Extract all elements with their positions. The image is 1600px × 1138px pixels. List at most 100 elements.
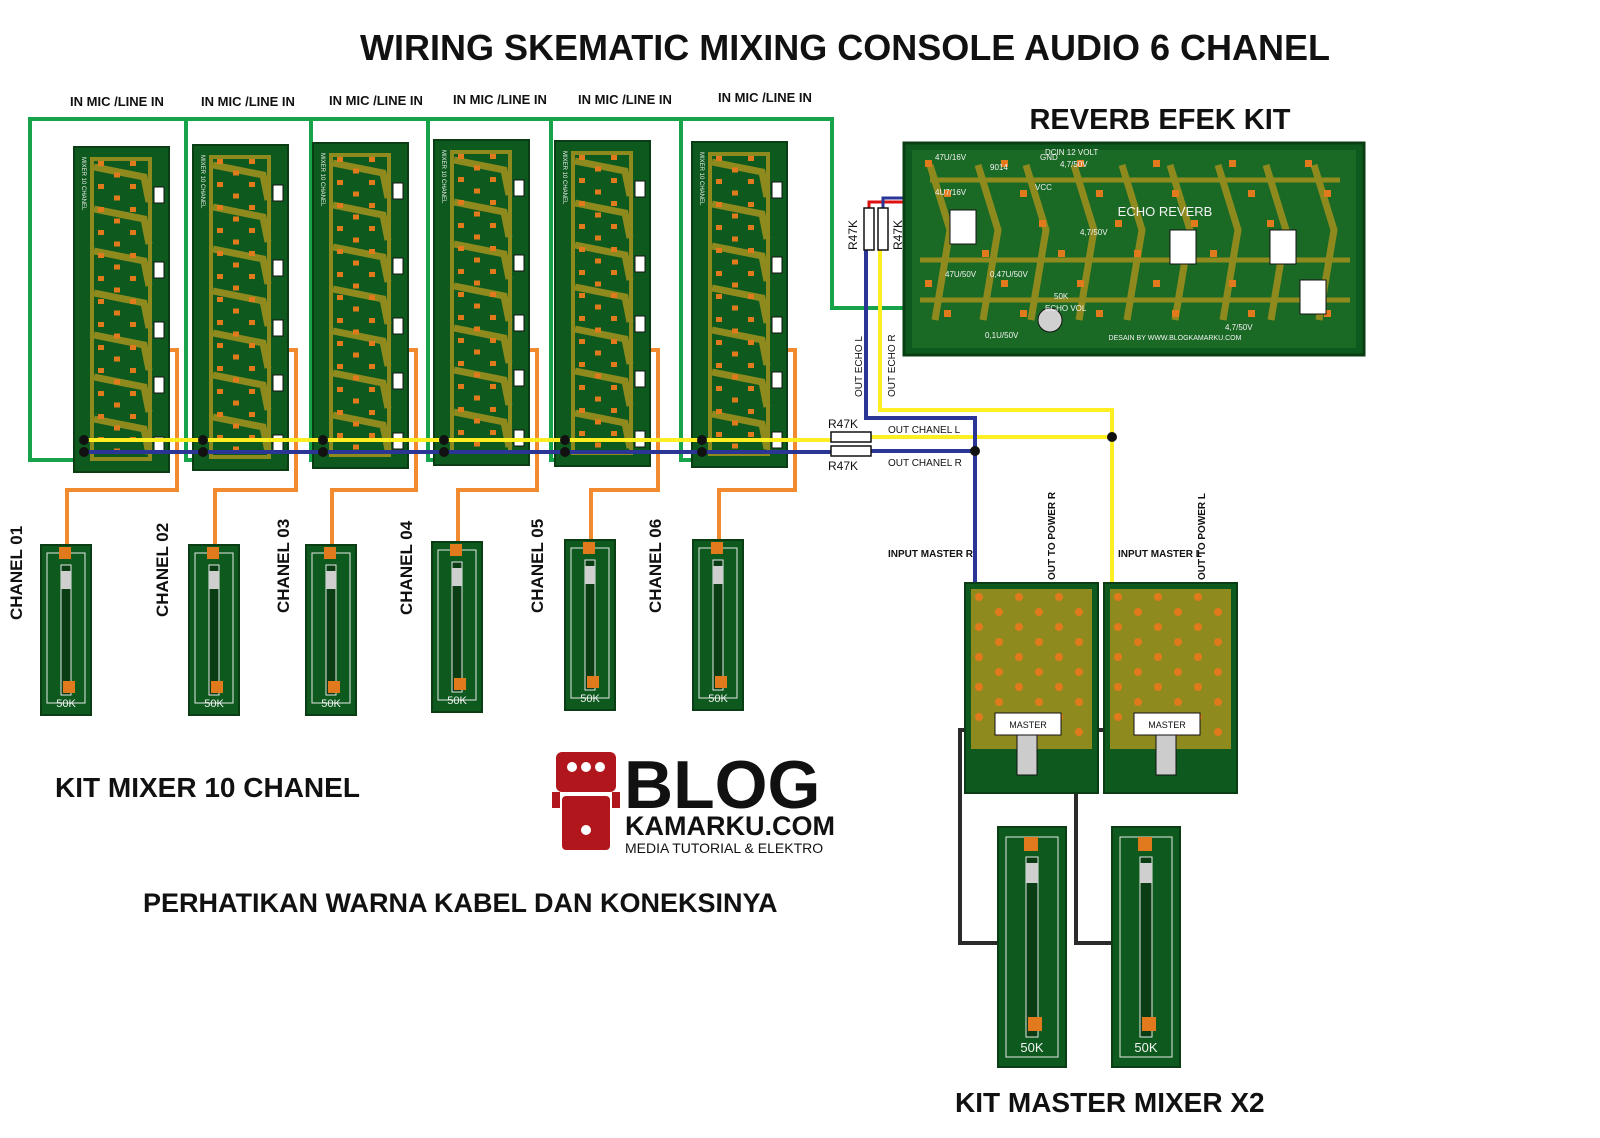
pcb-pad <box>1035 608 1043 616</box>
fader-knob <box>326 571 336 589</box>
pcb-pad <box>490 200 496 205</box>
pcb-pad <box>217 182 223 187</box>
pcb-trace <box>453 198 513 238</box>
pcb-pad <box>458 361 464 366</box>
pcb-pad <box>114 402 120 408</box>
pcb-pad <box>1174 668 1182 676</box>
pcb-connector <box>272 434 284 452</box>
logo-site-text: KAMARKU.COM <box>625 811 835 841</box>
pcb-pad <box>611 408 617 413</box>
pcb-pad <box>369 226 375 231</box>
pcb-pad <box>353 352 359 358</box>
pcb-pad <box>1174 638 1182 646</box>
pcb-pad <box>233 193 239 199</box>
junction-dot <box>560 435 570 445</box>
pcb-pad <box>716 156 722 161</box>
pcb-pad <box>579 362 585 367</box>
pcb-pad <box>1214 668 1222 676</box>
channel-label: CHANEL 04 <box>397 520 416 615</box>
pcb-pad <box>337 318 343 323</box>
pcb-pad <box>353 260 359 266</box>
pcb-pad <box>611 247 617 252</box>
pcb-pad <box>925 280 932 287</box>
fader-track <box>451 561 463 693</box>
pcb-pad <box>716 317 722 322</box>
pcb-ic <box>1299 279 1327 315</box>
pcb-pad <box>611 362 617 367</box>
pcb-pad <box>595 212 601 218</box>
pcb-connector <box>392 317 404 335</box>
pcb-pad <box>490 292 496 297</box>
pcb-pad <box>732 167 738 173</box>
fader-track <box>1139 856 1153 1038</box>
pcb-pad <box>1114 683 1122 691</box>
pcb-pad <box>217 297 223 302</box>
out-chanel-l-label: OUT CHANEL L <box>888 425 961 436</box>
pcb-pad <box>98 207 104 212</box>
out-power-l-label: OUT TO POWER L <box>1197 493 1208 580</box>
junction-dot <box>560 447 570 457</box>
pcb-pad <box>1075 698 1083 706</box>
pcb-pad <box>1154 683 1162 691</box>
pcb-pad <box>716 202 722 207</box>
pcb-pad <box>458 223 464 228</box>
pcb-connector <box>634 370 646 388</box>
pcb-pad <box>1267 220 1274 227</box>
out-chanel-r-label: OUT CHANEL R <box>888 458 962 469</box>
pcb-ic <box>1269 229 1297 265</box>
reverb-pcb-label: 9014 <box>990 163 1008 172</box>
pcb-pad <box>130 345 136 350</box>
junction-dot <box>79 447 89 457</box>
pcb-pad <box>337 341 343 346</box>
pcb-pad <box>1134 250 1141 257</box>
pcb-trace <box>711 368 771 408</box>
pcb-pad <box>114 356 120 362</box>
junction-dot <box>697 447 707 457</box>
pcb-trace <box>1118 163 1146 321</box>
fader-pad <box>328 681 340 693</box>
pcb-pad <box>611 339 617 344</box>
pcb-pad <box>98 322 104 327</box>
pcb-pad <box>579 155 585 160</box>
pcb-pad <box>233 354 239 360</box>
pcb-pad <box>369 364 375 369</box>
pcb-pad <box>732 305 738 311</box>
pcb-connector <box>392 182 404 200</box>
fader-knob <box>1140 863 1152 883</box>
pcb-pad <box>1001 280 1008 287</box>
pcb-pad <box>595 166 601 172</box>
pcb-connector <box>272 184 284 202</box>
pcb-pad <box>732 259 738 265</box>
out-power-r-label: OUT TO POWER R <box>1047 491 1058 580</box>
channel-pcb <box>312 142 409 469</box>
pcb-connector <box>771 316 783 334</box>
reverb-pcb-label: ECHO VOL <box>1045 304 1087 313</box>
pcb-pad <box>474 418 480 424</box>
master-kit-label: KIT MASTER MIXER X2 <box>955 1087 1265 1118</box>
channel-label: CHANEL 01 <box>7 526 26 620</box>
pcb-trace <box>711 284 771 324</box>
pcb-pad <box>233 400 239 406</box>
pcb-pad <box>716 409 722 414</box>
pcb-ic <box>949 209 977 245</box>
pcb-trace <box>93 373 153 413</box>
fader-pad <box>711 542 723 554</box>
pcb-trace <box>453 240 513 280</box>
pcb-pad <box>249 366 255 371</box>
pcb-pad <box>130 207 136 212</box>
pcb-pad <box>1194 683 1202 691</box>
pcb-connector <box>272 374 284 392</box>
pcb-pad <box>130 391 136 396</box>
junction-dot <box>79 435 89 445</box>
pcb-pad <box>337 226 343 231</box>
pcb-pad <box>1172 190 1179 197</box>
pcb-pad <box>595 327 601 333</box>
reverb-pcb-label: GND <box>1040 153 1058 162</box>
pcb-pad <box>579 431 585 436</box>
pcb-pad <box>490 361 496 366</box>
pcb-pad <box>1134 608 1142 616</box>
out-echo-r-label: OUT ECHO R <box>887 334 898 397</box>
input-master-l-label: INPUT MASTER L <box>1118 549 1202 560</box>
pcb-pad <box>748 179 754 184</box>
